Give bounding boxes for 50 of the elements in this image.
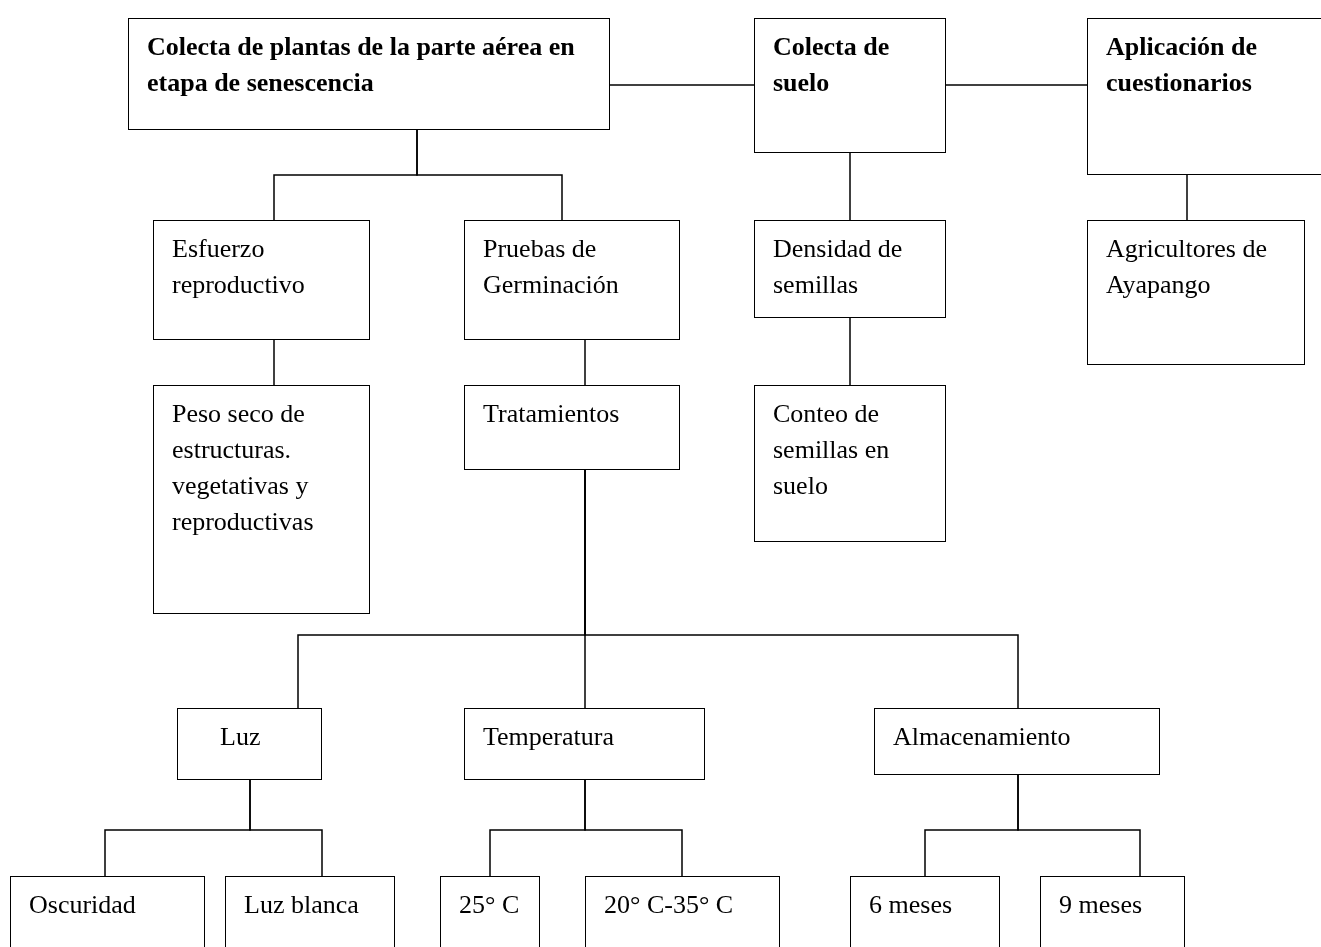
process-box xyxy=(754,18,946,153)
box-label: 25° C xyxy=(459,889,521,921)
process-box xyxy=(754,385,946,542)
connector-line xyxy=(849,152,851,221)
process-box xyxy=(128,18,610,130)
box-label: Aplicación de cuestionarios xyxy=(1106,31,1258,99)
connector-line xyxy=(273,339,275,386)
connector-line xyxy=(849,317,851,386)
connector-line xyxy=(1017,774,1141,877)
box-label: Agricultores de Ayapango xyxy=(1106,233,1268,301)
process-box xyxy=(440,876,540,947)
process-box xyxy=(850,876,1000,947)
process-box xyxy=(1087,220,1305,365)
process-box xyxy=(874,708,1160,775)
process-box xyxy=(585,876,780,947)
box-label: Luz xyxy=(220,721,262,753)
box-label: Oscuridad xyxy=(29,889,137,921)
box-label: Almacenamiento xyxy=(893,721,1072,753)
connector-line xyxy=(1186,174,1188,221)
box-label: Esfuerzo reproductivo xyxy=(172,233,306,301)
connector-line xyxy=(584,779,683,877)
process-box xyxy=(1040,876,1185,947)
box-label: 9 meses xyxy=(1059,889,1144,921)
connector-line xyxy=(584,469,1019,709)
connector-line xyxy=(945,84,1088,86)
process-box xyxy=(225,876,395,947)
box-label: Temperatura xyxy=(483,721,615,753)
connector-line xyxy=(416,129,563,221)
box-label: Colecta de suelo xyxy=(773,31,891,99)
process-box xyxy=(153,385,370,614)
process-box xyxy=(754,220,946,318)
box-label: Pruebas de Germinación xyxy=(483,233,620,301)
process-box xyxy=(464,385,680,470)
box-label: Luz blanca xyxy=(244,889,360,921)
box-label: Densidad de semillas xyxy=(773,233,904,301)
process-box xyxy=(177,708,322,780)
box-label: 20° C-35° C xyxy=(604,889,735,921)
process-box xyxy=(464,708,705,780)
process-box xyxy=(1087,18,1321,175)
box-label: 6 meses xyxy=(869,889,954,921)
process-box xyxy=(153,220,370,340)
process-box xyxy=(464,220,680,340)
connector-line xyxy=(584,339,586,386)
box-label: Tratamientos xyxy=(483,398,621,430)
box-label: Peso seco de estructuras. vegetativas y reproductivas xyxy=(172,398,315,538)
box-label: Conteo de semillas en suelo xyxy=(773,398,891,502)
process-box xyxy=(10,876,205,947)
connector-line xyxy=(609,84,755,86)
box-label: Colecta de plantas de la parte aérea en etapa de senescencia xyxy=(147,31,576,99)
connector-line xyxy=(249,779,323,877)
